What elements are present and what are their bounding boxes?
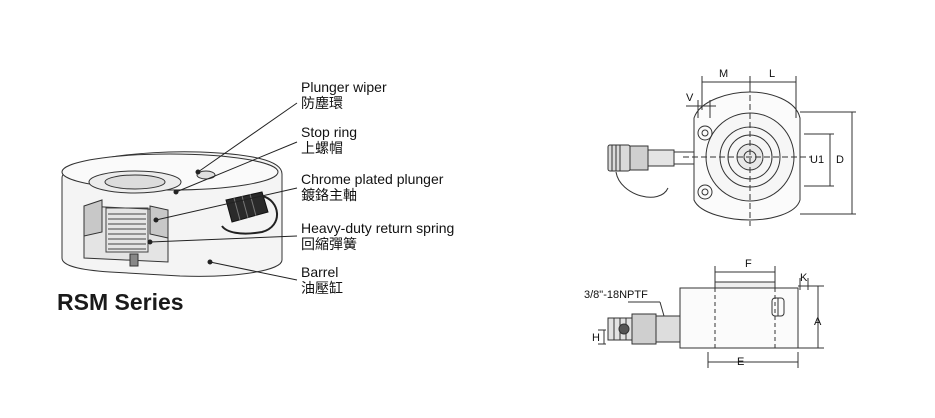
callout-barrel-en: Barrel	[301, 264, 339, 280]
cutaway-cylinder-illustration	[61, 151, 283, 277]
dim-label-u1: U1	[810, 154, 825, 166]
callout-stop-ring-zh: 上螺帽	[301, 141, 343, 157]
side-view-drawing	[598, 266, 824, 368]
return-spring	[105, 207, 149, 253]
dim-label-f: F	[745, 258, 752, 270]
dim-label-h: H	[592, 332, 600, 344]
callout-chrome-plunger-zh: 鍍鉻主軸	[301, 188, 357, 204]
dim-label-v: V	[686, 92, 694, 104]
callout-chrome-plunger-en: Chrome plated plunger	[301, 171, 444, 187]
dim-label-e: E	[737, 356, 745, 368]
dim-label-m: M	[719, 68, 729, 80]
series-title: RSM Series	[57, 289, 184, 315]
callout-plunger-wiper-en: Plunger wiper	[301, 79, 387, 95]
callout-plunger-wiper-zh: 防塵環	[301, 96, 343, 112]
dim-label-d: D	[836, 154, 844, 166]
callout-return-spring-zh: 回縮彈簧	[301, 237, 357, 253]
callout-return-spring-en: Heavy-duty return spring	[301, 220, 455, 236]
callout-barrel-zh: 油壓缸	[301, 281, 343, 297]
dim-label-l: L	[769, 68, 776, 80]
dim-label-k: K	[800, 272, 808, 284]
callout-leader-lines	[147, 102, 298, 281]
coupler-fitting	[221, 191, 278, 235]
dim-label-port: 3/8"-18NPTF	[584, 289, 648, 301]
top-view-drawing	[607, 76, 856, 226]
dim-label-a: A	[814, 316, 822, 328]
callout-stop-ring-en: Stop ring	[301, 124, 358, 140]
